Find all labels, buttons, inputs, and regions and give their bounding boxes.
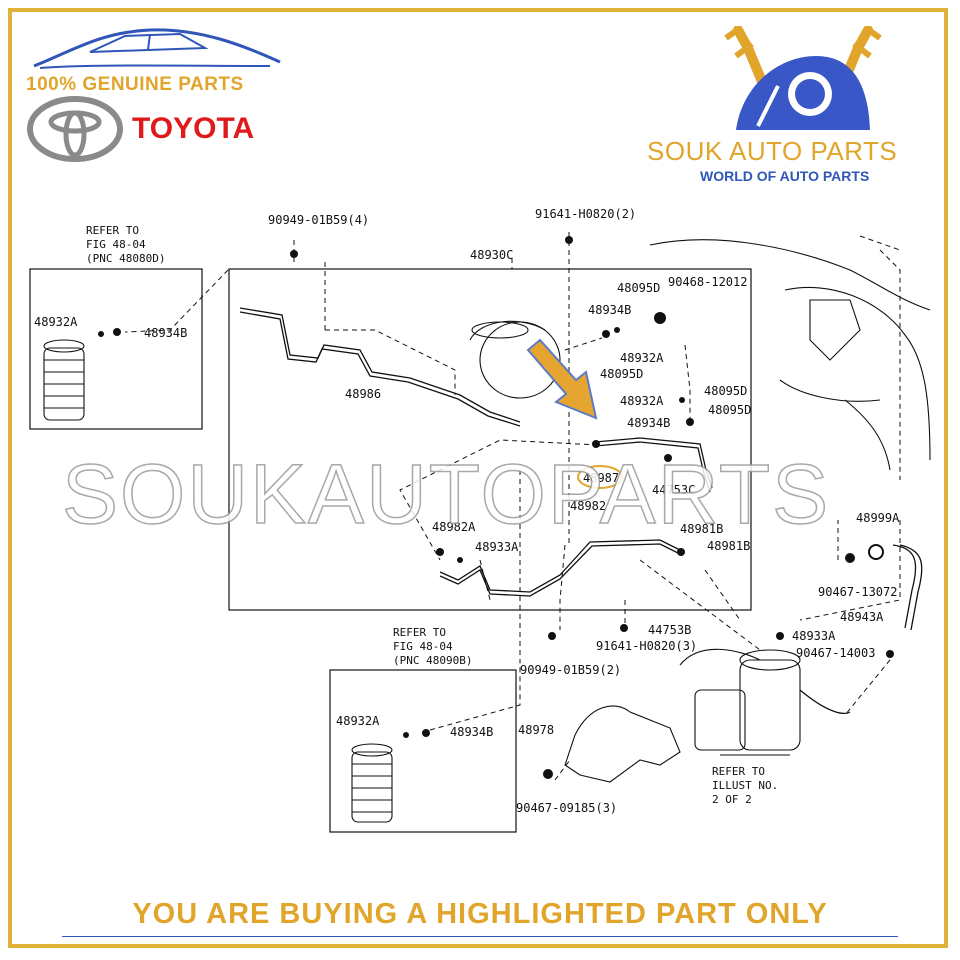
purchase-notice: YOU ARE BUYING A HIGHLIGHTED PART ONLY <box>132 898 828 930</box>
refer-bottom-l2: FIG 48-04 <box>393 640 453 653</box>
label-48982A: 48982A <box>432 520 476 534</box>
refer-illust-l3: 2 OF 2 <box>712 793 752 806</box>
wrench-car-logo-icon <box>724 26 882 130</box>
label-48932A-left: 48932A <box>34 315 78 329</box>
shield-48978 <box>564 705 681 783</box>
label-48932A-bottom: 48932A <box>336 714 380 728</box>
label-48930C: 48930C <box>470 248 513 262</box>
genuine-parts-text: 100% GENUINE PARTS <box>26 74 244 95</box>
refer-box-top-left <box>29 268 203 430</box>
label-48934B-bottom: 48934B <box>450 725 493 739</box>
highlight-arrow <box>526 338 598 420</box>
label-91641-3: 91641-H0820(3) <box>596 639 697 653</box>
label-90467-09185: 90467-09185(3) <box>516 801 617 815</box>
toyota-emblem-icon <box>27 96 123 162</box>
label-48095D-a: 48095D <box>617 281 660 295</box>
label-91641-2: 91641-H0820(2) <box>535 207 636 221</box>
label-48934B-b: 48934B <box>627 416 670 430</box>
label-44753C: 44753C <box>652 483 695 497</box>
label-48986: 48986 <box>345 387 381 401</box>
refer-top-left-l2: FIG 48-04 <box>86 238 146 251</box>
label-48933A-a: 48933A <box>475 540 519 554</box>
label-90467-13072: 90467-13072 <box>818 585 897 599</box>
label-90949-4: 90949-01B59(4) <box>268 213 369 227</box>
label-48987-highlighted: 48987 <box>583 471 619 485</box>
assembly-frame <box>228 268 752 611</box>
label-48932A-a: 48932A <box>620 351 664 365</box>
refer-top-left-l3: (PNC 48080D) <box>86 252 165 265</box>
refer-bottom-l3: (PNC 48090B) <box>393 654 472 667</box>
refer-illust-l1: REFER TO <box>712 765 765 778</box>
label-48095D-c: 48095D <box>704 384 747 398</box>
label-48934B-a: 48934B <box>588 303 631 317</box>
label-48932A-b: 48932A <box>620 394 664 408</box>
seller-name: SOUK AUTO PARTS <box>647 136 898 166</box>
refer-top-left-l1: REFER TO <box>86 224 139 237</box>
label-48981B-a: 48981B <box>680 522 723 536</box>
label-48981B-b: 48981B <box>707 539 750 553</box>
label-48943A: 48943A <box>840 610 884 624</box>
refer-illust-l2: ILLUST NO. <box>712 779 778 792</box>
label-48934B-left: 48934B <box>144 326 187 340</box>
pump-assembly <box>679 648 801 756</box>
refer-box-bottom <box>329 669 517 833</box>
refer-bottom-l1: REFER TO <box>393 626 446 639</box>
label-48933A-b: 48933A <box>792 629 836 643</box>
footer-rule <box>62 936 898 937</box>
highlight-ring <box>577 465 623 489</box>
label-90467-14003: 90467-14003 <box>796 646 875 660</box>
label-48978: 48978 <box>518 723 554 737</box>
car-logo-icon <box>33 28 281 69</box>
seller-tagline: WORLD OF AUTO PARTS <box>700 168 870 184</box>
label-48095D-b: 48095D <box>600 367 643 381</box>
label-90468: 90468-12012 <box>668 275 747 289</box>
label-48982: 48982 <box>570 499 606 513</box>
label-90949-2: 90949-01B59(2) <box>520 663 621 677</box>
image-border <box>8 8 948 948</box>
label-48999A: 48999A <box>856 511 900 525</box>
label-48095D-d: 48095D <box>708 403 751 417</box>
oem-brand-name: TOYOTA <box>132 112 255 145</box>
label-44753B: 44753B <box>648 623 691 637</box>
